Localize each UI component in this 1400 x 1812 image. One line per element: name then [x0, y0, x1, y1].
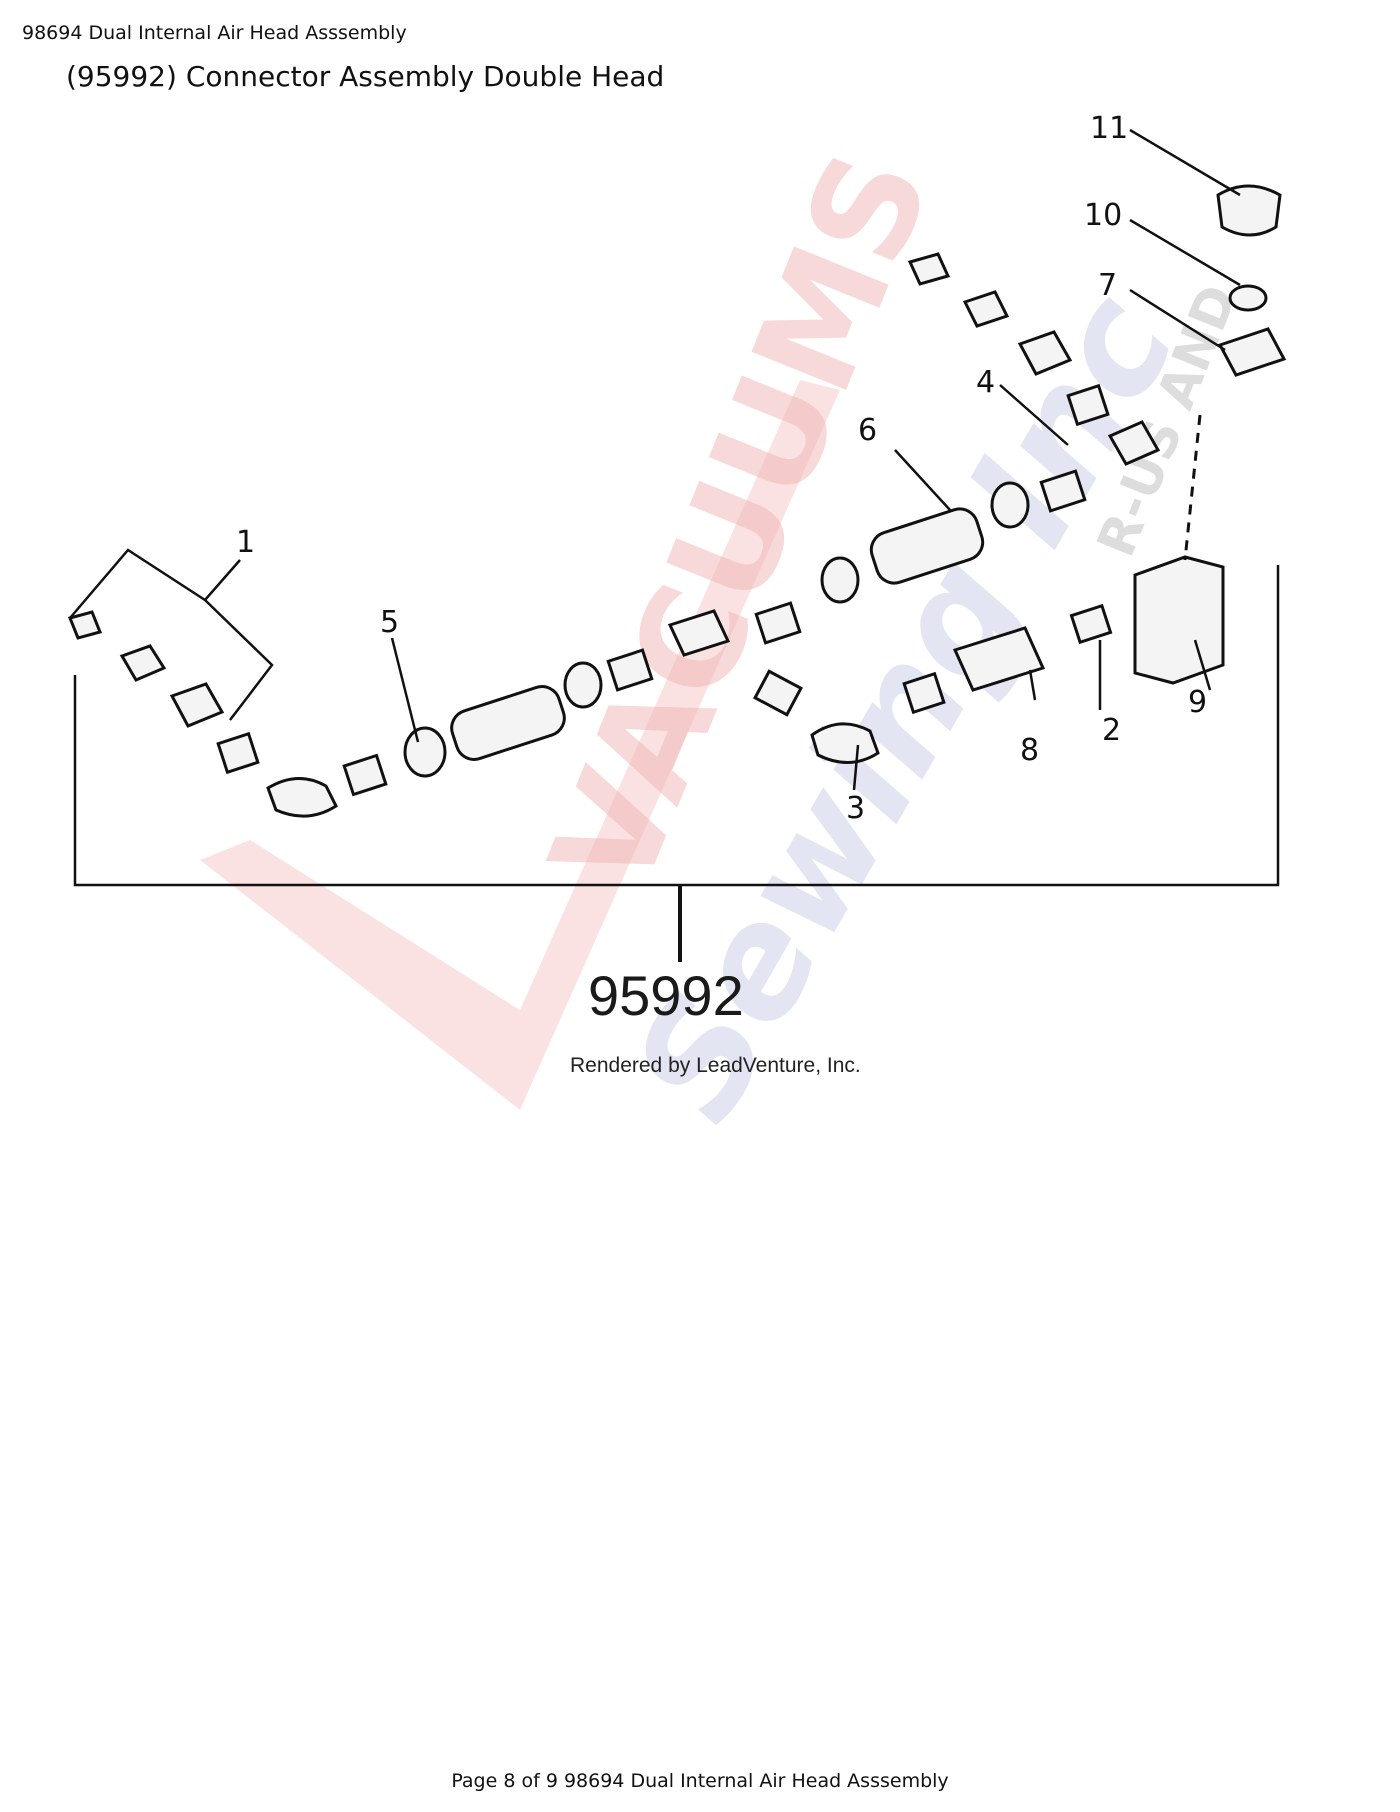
page-footer: Page 8 of 9 98694 Dual Internal Air Head… — [451, 1770, 949, 1792]
callout-2: 2 — [1102, 713, 1121, 748]
assembly-bracket — [73, 565, 1280, 887]
part-group-right — [810, 184, 1287, 765]
callout-1: 1 — [236, 525, 255, 560]
callout-11: 11 — [1090, 111, 1128, 146]
callout-8: 8 — [1020, 733, 1039, 768]
callout-6: 6 — [858, 413, 877, 448]
callout-10: 10 — [1084, 198, 1122, 233]
callout-9: 9 — [1188, 685, 1207, 720]
dashed-connector — [1183, 414, 1202, 561]
callout-7: 7 — [1098, 268, 1117, 303]
document-title: 98694 Dual Internal Air Head Asssembly — [22, 22, 407, 44]
callout-3: 3 — [846, 791, 865, 826]
parts-diagram: VACUUMS R-US AND Sewing Inc — [67, 111, 1287, 1148]
callout-leaders — [69, 128, 1241, 791]
callout-5: 5 — [380, 605, 399, 640]
render-credit: Rendered by LeadVenture, Inc. — [570, 1054, 861, 1077]
part-group-left — [67, 420, 1161, 818]
assembly-number: 95992 — [588, 964, 744, 1027]
section-title: (95992) Connector Assembly Double Head — [66, 60, 665, 93]
callout-4: 4 — [976, 365, 995, 400]
